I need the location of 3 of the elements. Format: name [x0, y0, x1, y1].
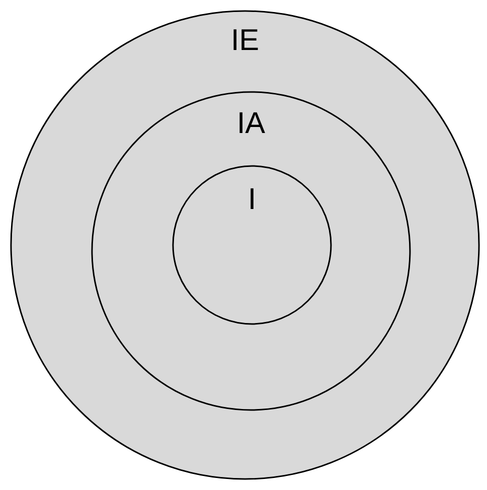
region-label: IE [230, 26, 260, 56]
region-label: IA [236, 109, 266, 139]
region-label: I [248, 185, 256, 215]
